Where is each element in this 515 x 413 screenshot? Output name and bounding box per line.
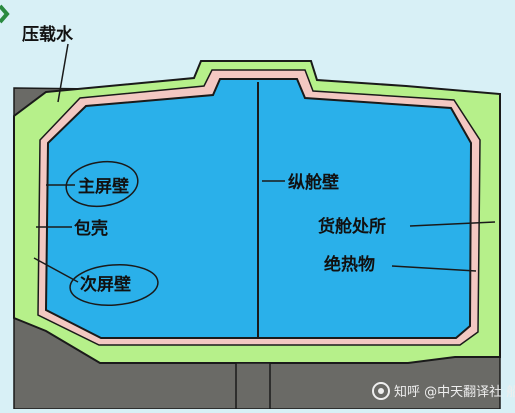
label-insulation: 绝热物: [324, 254, 375, 275]
watermark-text: 知呼 @中天翻译社 船舶: [394, 384, 515, 400]
label-secondary-barrier: 次屏壁: [80, 274, 131, 295]
leader-cargo-tank: [409, 221, 496, 227]
label-ballast-water: 压载水: [22, 24, 74, 45]
annotation-circle-primary: [65, 160, 139, 208]
leader-insulation: [391, 265, 477, 272]
leader-secondary-barrier: [33, 257, 79, 283]
label-cargo-tank: 货舱处所: [318, 216, 386, 237]
corner-logo-mark: [0, 4, 10, 24]
label-primary-barrier: 主屏壁: [78, 176, 129, 197]
keel-block: [235, 362, 271, 410]
annotation-circle-secondary: [69, 264, 159, 306]
label-longitudinal-bulkhead: 纵舱壁: [288, 172, 339, 193]
label-hull: 包壳: [74, 218, 108, 239]
watermark: 知呼 @中天翻译社 船舶: [372, 382, 515, 400]
leader-ballast: [57, 43, 69, 103]
